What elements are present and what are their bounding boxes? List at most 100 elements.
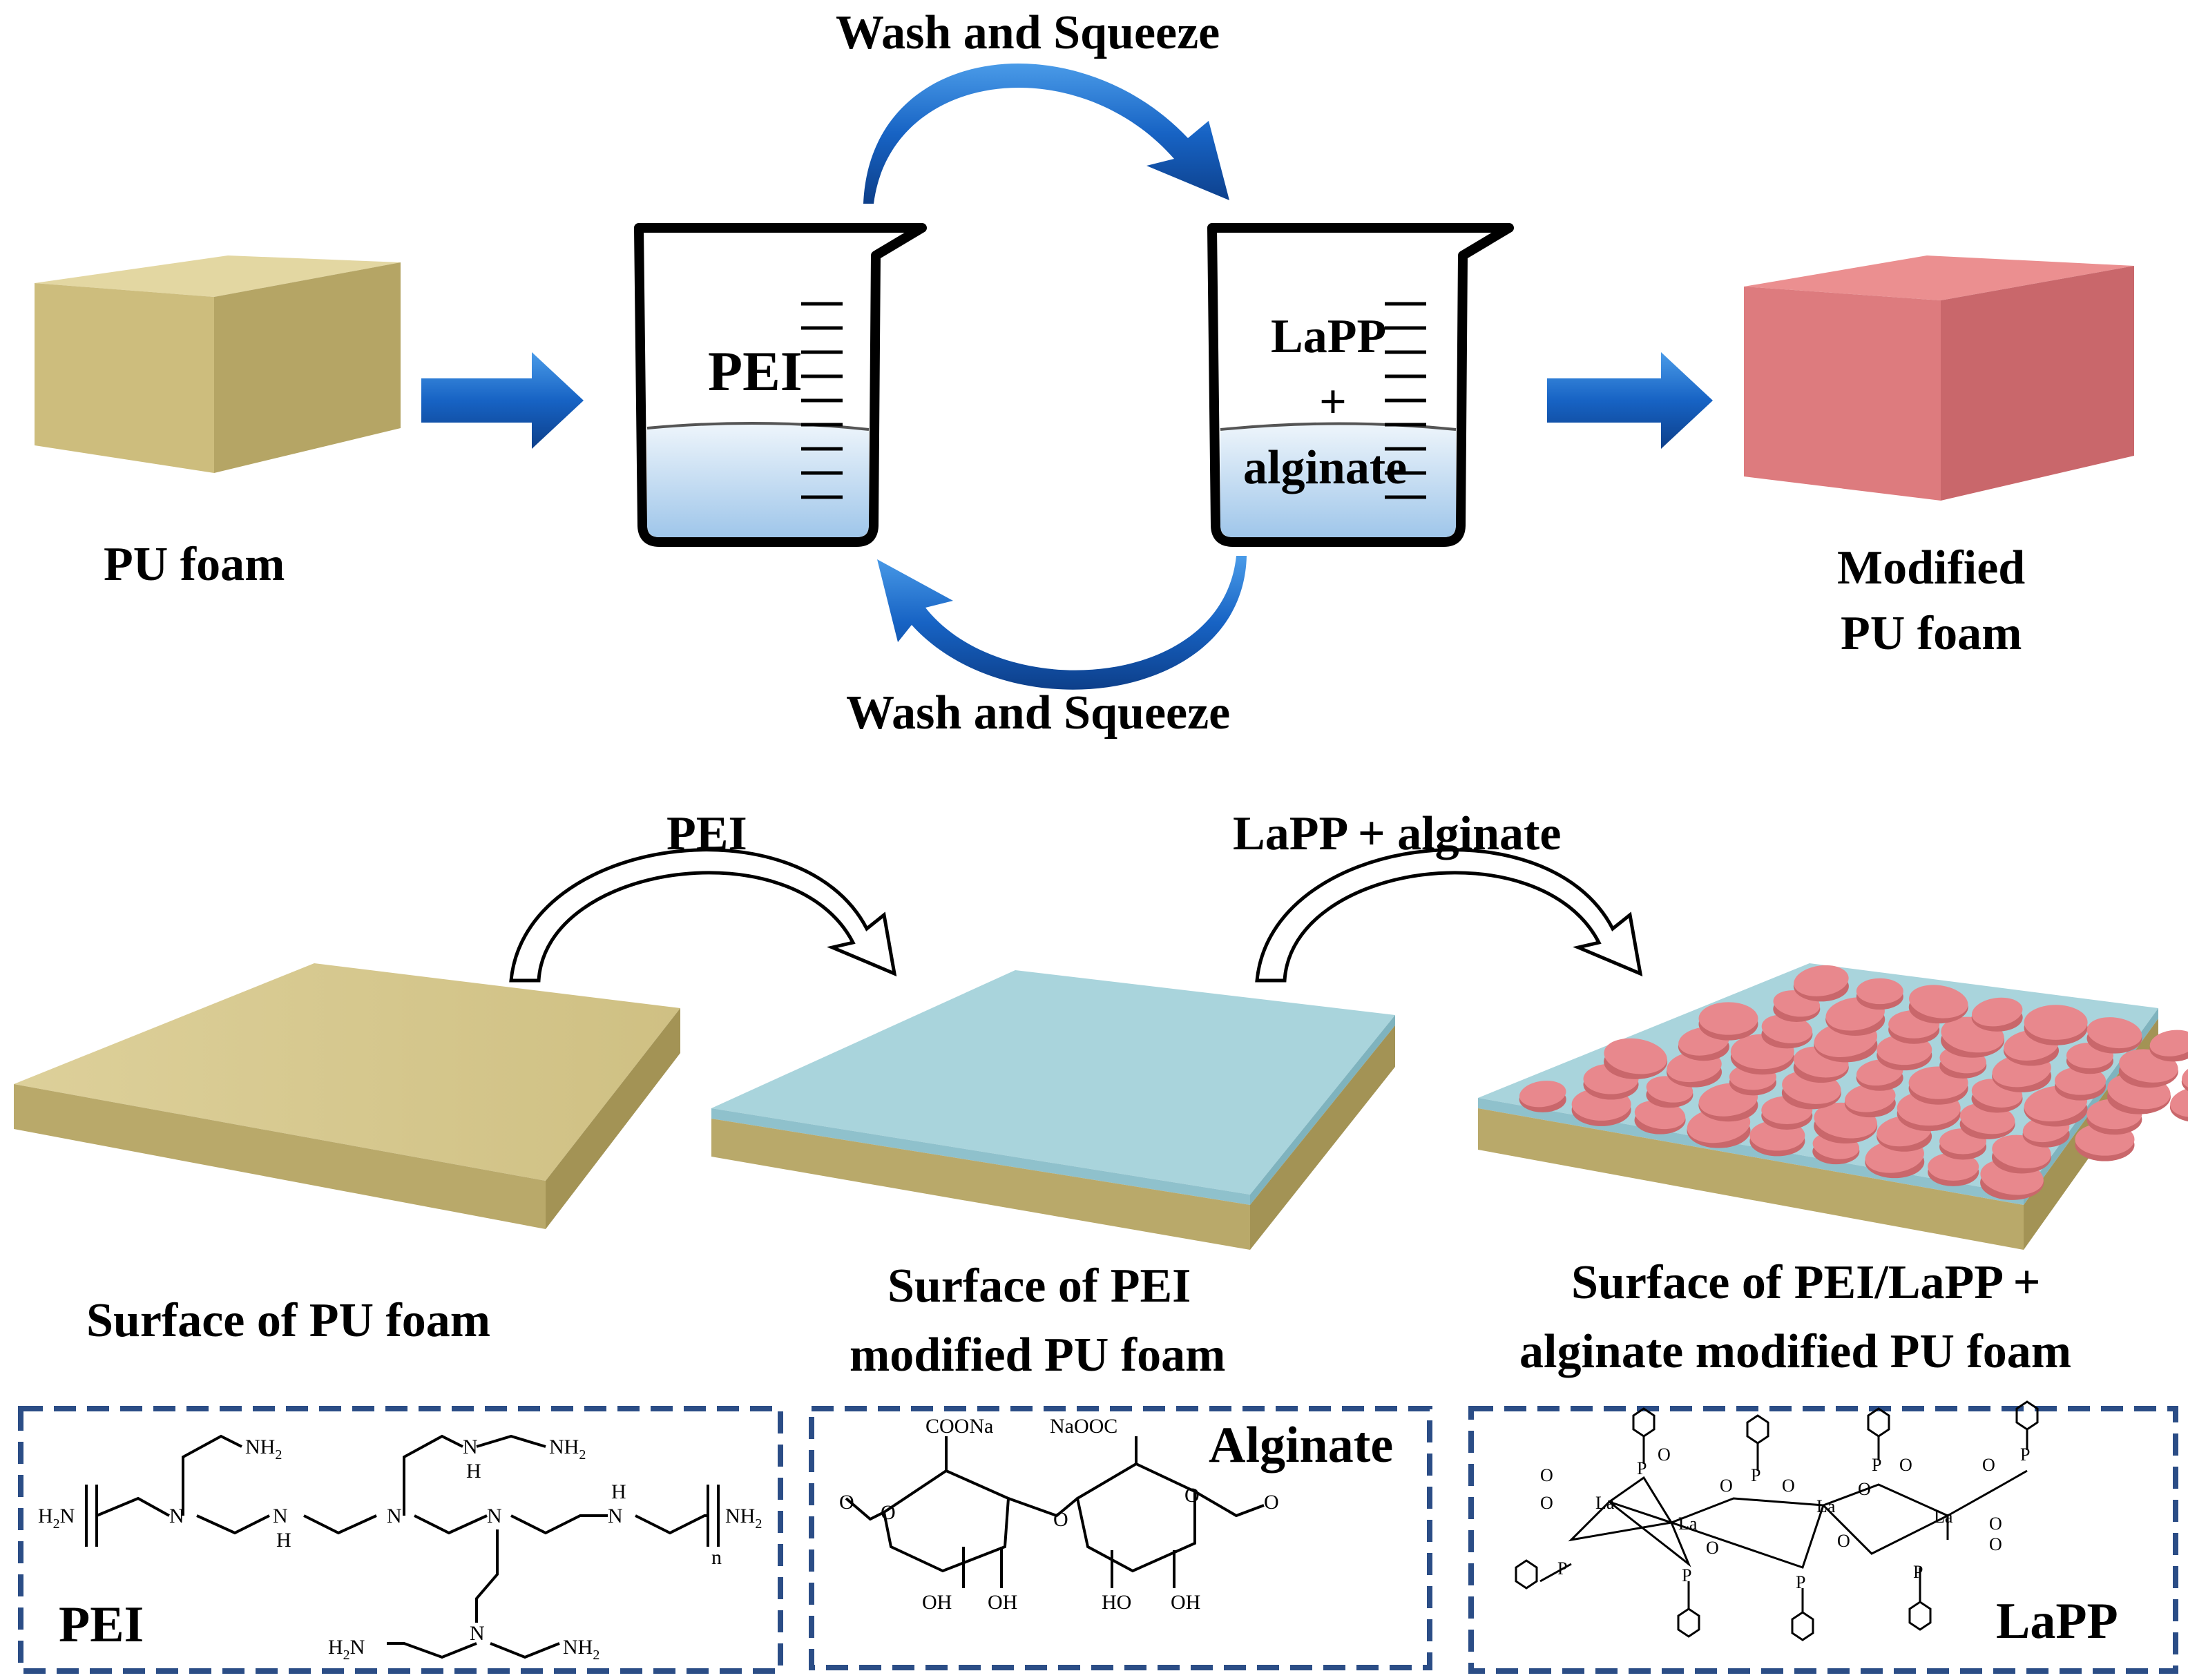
lapp-disc <box>2170 1085 2188 1117</box>
beaker-lapp-label-1: LaPP <box>1271 310 1387 363</box>
alginate-structure-name: Alginate <box>1209 1417 1394 1474</box>
arrow-lapp-label: LaPP + alginate <box>1233 807 1562 860</box>
svg-text:O: O <box>1658 1445 1671 1465</box>
surface-lapp-label-2: alginate modified PU foam <box>1519 1325 2072 1378</box>
pei-structure-name: PEI <box>59 1596 144 1653</box>
beaker-pei-label: PEI <box>708 340 803 403</box>
svg-text:N: N <box>273 1505 288 1527</box>
alginate-structure <box>845 1436 1265 1588</box>
svg-text:NaOOC: NaOOC <box>1050 1415 1117 1438</box>
lapp-structure <box>1515 1400 2039 1641</box>
svg-text:La: La <box>1816 1496 1836 1516</box>
svg-text:O: O <box>1989 1514 2002 1534</box>
svg-text:OH: OH <box>1171 1591 1200 1614</box>
svg-text:P: P <box>1796 1572 1805 1592</box>
wash-squeeze-top-label: Wash and Squeeze <box>836 6 1220 59</box>
svg-text:O: O <box>1982 1455 1995 1475</box>
pu-foam-label: PU foam <box>104 538 285 591</box>
svg-text:La: La <box>1595 1493 1615 1513</box>
svg-text:N: N <box>470 1622 485 1645</box>
lapp-disc <box>1928 1152 1979 1181</box>
outline-arrow-lapp <box>1255 848 1643 983</box>
lapp-structure-box <box>1468 1406 2178 1674</box>
surface-pei-label-2: modified PU foam <box>850 1329 1226 1382</box>
svg-text:P: P <box>1872 1455 1881 1475</box>
beaker-lapp-label-3: alginate <box>1243 441 1408 494</box>
outline-arrow-pei <box>509 848 897 983</box>
arrow-pei-label: PEI <box>666 807 747 860</box>
svg-text:NH2: NH2 <box>549 1436 586 1462</box>
lapp-disc <box>1604 1038 1667 1074</box>
svg-text:O: O <box>1837 1531 1850 1551</box>
svg-text:H: H <box>276 1529 291 1552</box>
pei-structure-box <box>18 1406 783 1674</box>
svg-text:N: N <box>169 1505 184 1527</box>
svg-text:P: P <box>1682 1565 1691 1585</box>
svg-text:O: O <box>1899 1455 1912 1475</box>
slab-pei-surface <box>711 970 1395 1250</box>
modified-pu-foam-block <box>1744 255 2134 501</box>
slab-pu-surface <box>14 963 680 1229</box>
beaker-lapp-alginate <box>1207 223 1514 547</box>
curved-arrow-top <box>863 64 1229 204</box>
lapp-disc <box>1856 978 1903 1005</box>
svg-text:H: H <box>466 1460 481 1483</box>
svg-text:La: La <box>1934 1507 1953 1527</box>
lapp-bonds <box>1539 1429 2028 1612</box>
svg-text:O: O <box>839 1491 854 1514</box>
wash-squeeze-bottom-label: Wash and Squeeze <box>846 686 1231 740</box>
svg-text:O: O <box>1720 1476 1733 1496</box>
lapp-disc <box>1698 1002 1758 1035</box>
svg-text:O: O <box>1858 1479 1871 1499</box>
pei-labels: H2N N NH2 N H N N H NH2 N N H NH2 n N H2… <box>38 1436 762 1663</box>
svg-text:N: N <box>608 1505 623 1527</box>
svg-text:COONa: COONa <box>925 1415 993 1438</box>
lapp-phenyl-rings <box>1515 1400 2039 1641</box>
svg-text:O: O <box>1540 1493 1553 1513</box>
lapp-discs <box>1519 965 2188 1200</box>
svg-text:H2N: H2N <box>38 1505 75 1532</box>
svg-text:O: O <box>1264 1491 1279 1514</box>
svg-text:O: O <box>1782 1476 1795 1496</box>
arrow-right-1 <box>421 352 584 449</box>
arrow-right-2 <box>1547 352 1713 449</box>
surface-lapp-label-1: Surface of PEI/LaPP + <box>1571 1256 2041 1309</box>
svg-text:H2N: H2N <box>328 1636 365 1663</box>
svg-text:NH2: NH2 <box>245 1436 282 1462</box>
svg-text:H: H <box>611 1480 626 1503</box>
svg-text:OH: OH <box>988 1591 1017 1614</box>
beaker-lapp-label-2: + <box>1319 376 1347 429</box>
lapp-disc <box>2086 1017 2142 1049</box>
lapp-disc <box>1909 985 1968 1018</box>
svg-text:P: P <box>1913 1562 1923 1582</box>
svg-text:O: O <box>1989 1534 2002 1554</box>
modified-pu-foam-label-1: Modified <box>1837 541 2026 595</box>
lapp-disc <box>1971 997 2023 1027</box>
svg-text:NH2: NH2 <box>725 1505 762 1532</box>
surface-pu-label: Surface of PU foam <box>86 1294 491 1347</box>
curved-arrow-bottom <box>877 556 1247 690</box>
modified-pu-foam-label-2: PU foam <box>1841 607 2022 660</box>
svg-text:P: P <box>1751 1465 1760 1485</box>
svg-text:HO: HO <box>1102 1591 1131 1614</box>
svg-text:P: P <box>1637 1458 1647 1478</box>
svg-text:P: P <box>1557 1558 1567 1578</box>
alginate-structure-box <box>809 1406 1432 1670</box>
beaker-pei <box>634 223 927 547</box>
svg-text:O: O <box>1540 1465 1553 1485</box>
lapp-disc <box>2149 1030 2188 1056</box>
lapp-structure-name: LaPP <box>1996 1593 2118 1650</box>
svg-text:N: N <box>487 1505 502 1527</box>
svg-text:O: O <box>1053 1508 1068 1531</box>
lapp-disc <box>1794 965 1849 996</box>
svg-text:P: P <box>2020 1445 2030 1465</box>
lapp-disc <box>1519 1081 1566 1108</box>
svg-text:OH: OH <box>922 1591 952 1614</box>
lapp-disc <box>2024 1005 2088 1040</box>
surface-pei-label-1: Surface of PEI <box>887 1259 1191 1313</box>
svg-text:n: n <box>711 1546 722 1569</box>
svg-text:NH2: NH2 <box>563 1636 599 1663</box>
alginate-labels: COONa NaOOC O O O O O OH OH HO OH <box>839 1415 1279 1614</box>
svg-text:O: O <box>881 1501 896 1524</box>
